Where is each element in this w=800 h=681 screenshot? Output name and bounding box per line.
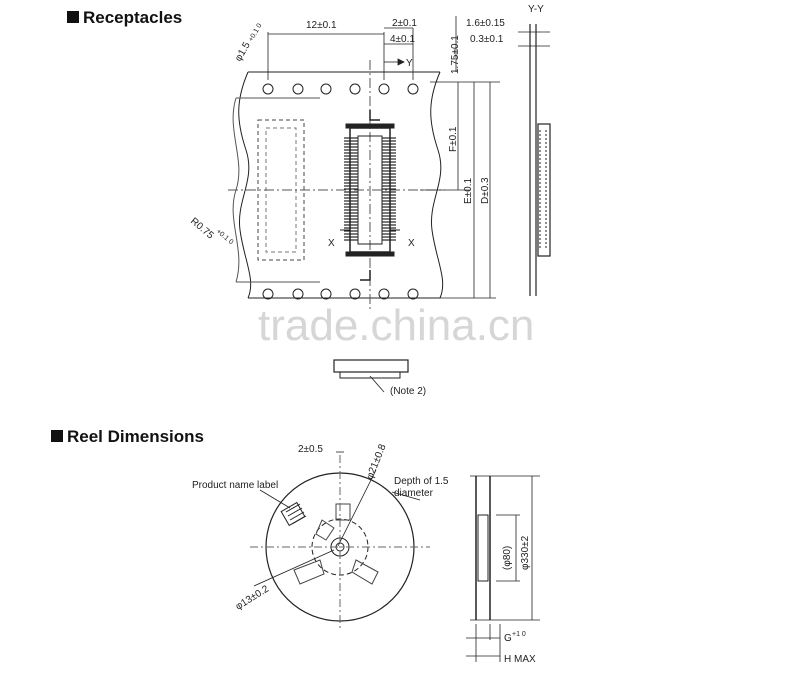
dim-thickness: 1.6±0.15	[466, 18, 505, 29]
dim-edge: 1.75±0.1	[450, 35, 461, 74]
dim-hub: φ21±0.8	[365, 442, 389, 481]
tape-dimensions	[267, 16, 500, 299]
x-marker-right: X	[408, 238, 415, 249]
note-detail	[333, 359, 409, 393]
section-label: Y-Y	[528, 4, 544, 15]
bullet-square-icon	[67, 11, 79, 23]
reel-title-text: Reel Dimensions	[67, 427, 204, 446]
label-callout: Product name label	[192, 480, 278, 491]
section-y-y	[518, 24, 551, 296]
dim-hole: φ1.5	[233, 40, 253, 64]
reel-title: Reel Dimensions	[51, 427, 204, 447]
product-label-hatch	[280, 501, 307, 527]
dim-e: E±0.1	[463, 178, 474, 204]
sprocket-holes-bottom	[262, 288, 419, 300]
dim-outer: φ330±2	[520, 535, 531, 570]
dim-bore: φ13±0.2	[234, 583, 272, 612]
dim-g: G	[504, 633, 512, 644]
dim-radius: R0.75	[188, 216, 216, 242]
dim-h: H MAX	[504, 654, 536, 665]
dim-core: (φ80)	[502, 546, 513, 570]
receptacles-title: Receptacles	[67, 8, 182, 28]
depth-line-1: Depth of 1.5	[394, 476, 449, 487]
dim-wall: 0.3±0.1	[470, 34, 504, 45]
watermark-text: trade.china.cn	[258, 301, 534, 350]
carrier-tape	[228, 60, 445, 310]
dim-f: F±0.1	[448, 126, 459, 152]
dim-slot: 2±0.5	[298, 444, 323, 455]
dim-d: D±0.3	[480, 177, 491, 204]
dim-pitch: 12±0.1	[306, 20, 337, 31]
receptacle-connector	[340, 110, 400, 281]
y-marker: Y	[406, 58, 413, 69]
sprocket-holes-top	[262, 83, 419, 95]
dim-radius-tol: +0.1 0	[215, 228, 235, 246]
note-label: (Note 2)	[390, 386, 426, 397]
dim-offset-4: 4±0.1	[390, 34, 415, 45]
dim-offset-small: 2±0.1	[392, 18, 417, 29]
depth-line-2: diameter	[394, 488, 434, 499]
dim-hole-tol: +0.1 0	[248, 22, 264, 43]
bullet-square-icon	[51, 430, 63, 442]
x-marker-left: X	[328, 238, 335, 249]
receptacles-title-text: Receptacles	[83, 8, 183, 27]
reel-front	[250, 451, 430, 630]
reel-side	[466, 475, 540, 662]
dim-g-tol: +1 0	[512, 631, 526, 638]
